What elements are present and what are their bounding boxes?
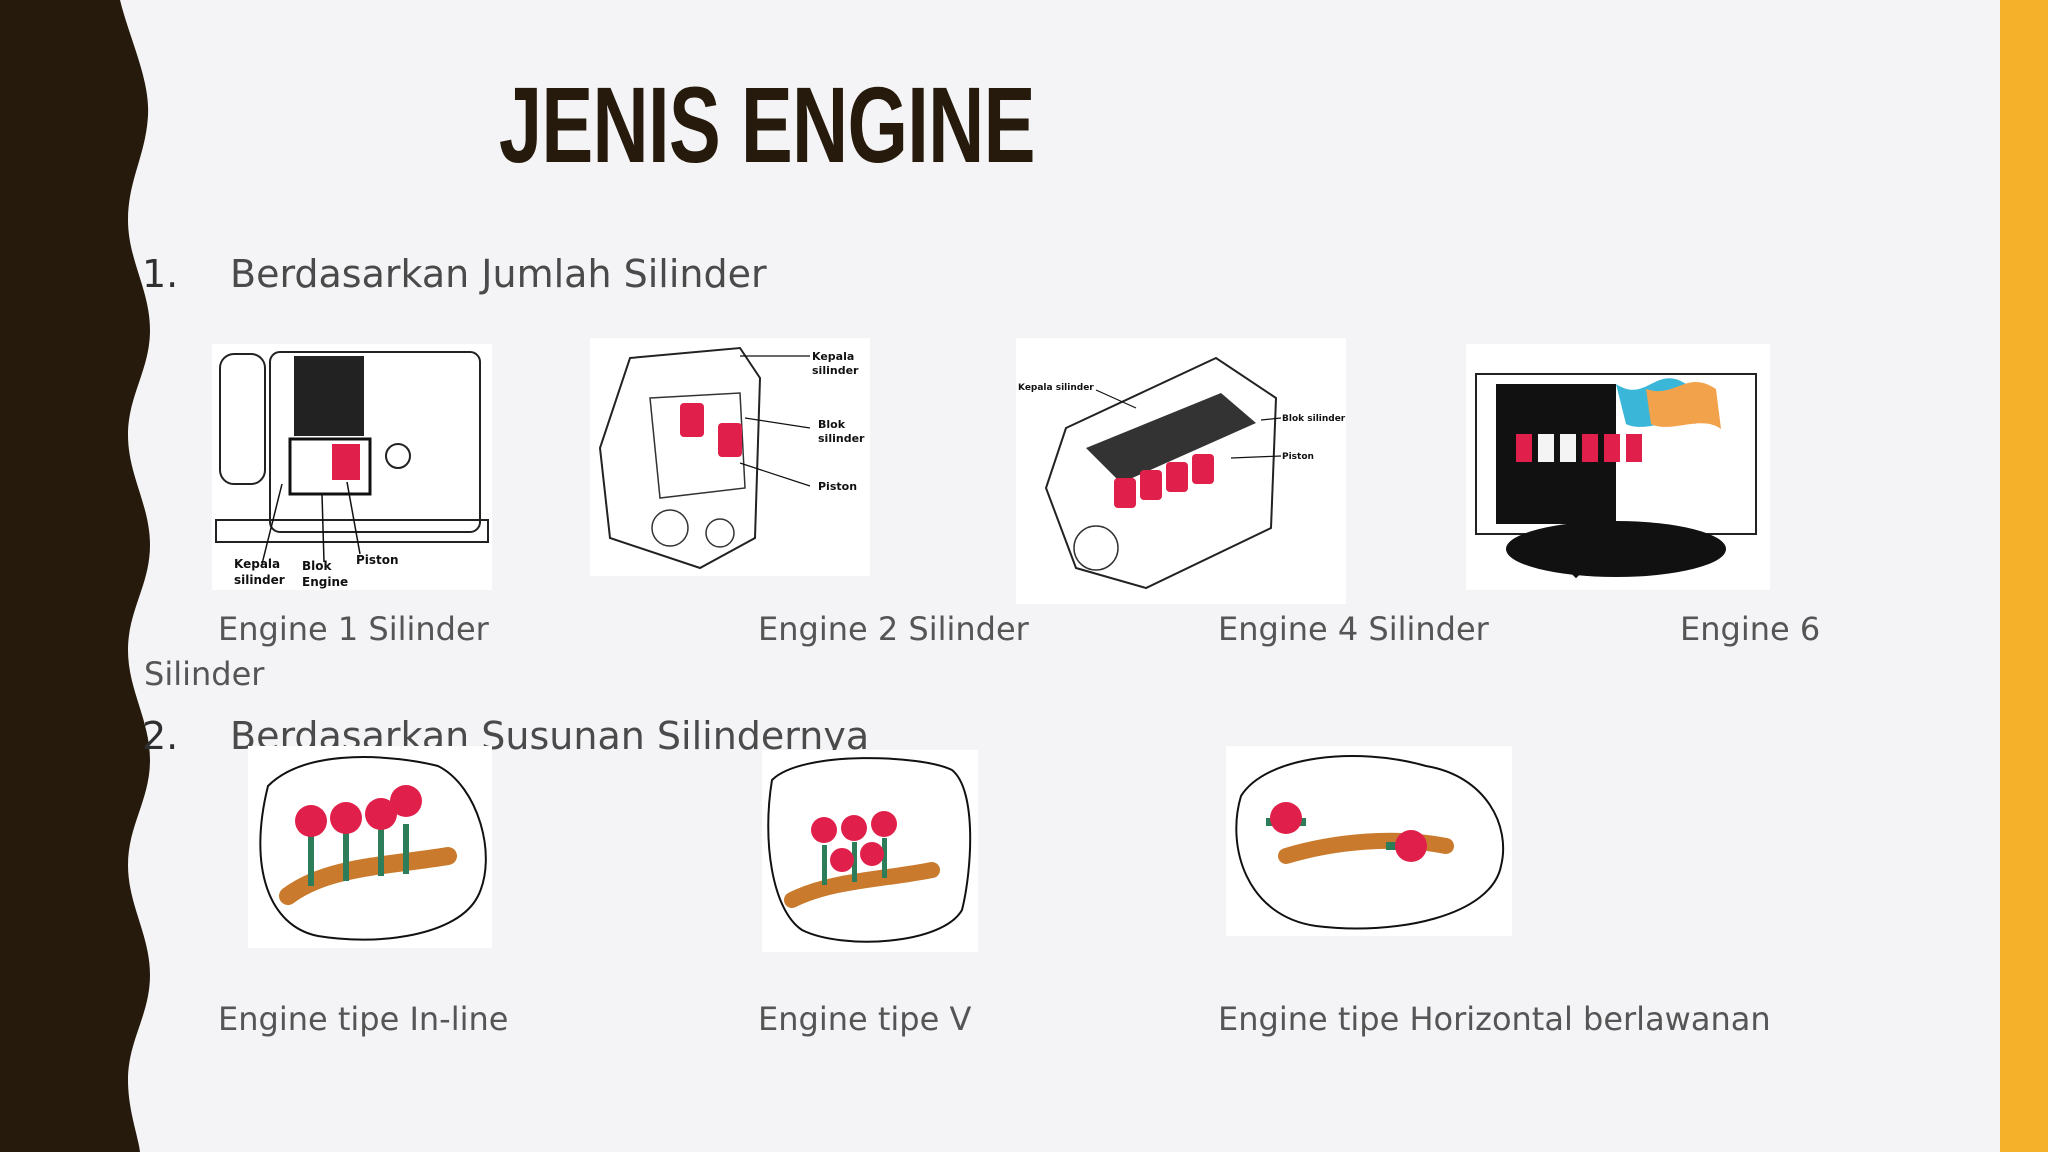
slide-title: JENIS ENGINE [498, 64, 1036, 185]
label-piston: Piston [818, 480, 857, 493]
label-piston: Piston [1282, 452, 1314, 462]
caption-engine-inline: Engine tipe In-line [218, 1000, 509, 1038]
label-silinder: silinder [812, 364, 859, 377]
engine-inline-image [248, 746, 492, 948]
label-kepala-silinder: Kepala silinder [1018, 383, 1094, 393]
caption-engine-4-silinder: Engine 4 Silinder [1218, 610, 1489, 648]
label-kepala: Kepala [812, 350, 854, 363]
label-engine: Engine [302, 575, 348, 589]
label-blok: Blok [302, 559, 333, 573]
engine-1-cylinder-image: Kepala silinder Blok Engine Piston [212, 344, 492, 590]
engine-4-cylinder-image: Kepala silinder Blok silinder Piston [1016, 338, 1346, 604]
caption-engine-v: Engine tipe V [758, 1000, 972, 1038]
label-kepala: Kepala [234, 557, 280, 571]
label-silinder: silinder [234, 573, 285, 587]
caption-engine-horizontal: Engine tipe Horizontal berlawanan [1218, 1000, 1771, 1038]
label-blok-silinder: Blok silinder [1282, 414, 1346, 424]
caption-engine-2-silinder: Engine 2 Silinder [758, 610, 1029, 648]
caption-engine-6: Engine 6 [1680, 610, 1821, 648]
caption-engine-1-silinder: Engine 1 Silinder [218, 610, 489, 648]
label-silinder: silinder [818, 432, 865, 445]
right-accent-bar [2000, 0, 2048, 1152]
section-2-number: 2. [142, 714, 179, 758]
section-1-number: 1. [142, 252, 179, 296]
engine-6-cylinder-image [1466, 344, 1770, 590]
caption-silinder-wrap: Silinder [144, 655, 265, 693]
engine-horizontal-opposed-image [1226, 746, 1512, 936]
label-blok: Blok [818, 418, 846, 431]
section-1-heading: Berdasarkan Jumlah Silinder [230, 252, 767, 296]
engine-2-cylinder-image: Kepala silinder Blok silinder Piston [590, 338, 870, 576]
engine-v-type-image [762, 750, 978, 952]
left-wave-decoration [0, 0, 150, 1152]
label-piston: Piston [356, 553, 399, 567]
